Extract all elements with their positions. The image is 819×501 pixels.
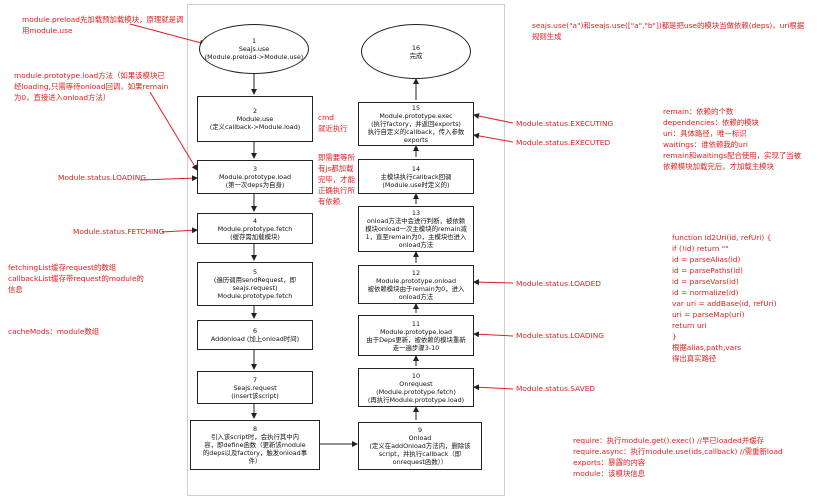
node-2-module-use: 2 Module.use (定义callback->Module.load) — [197, 96, 313, 142]
node-number: 15 — [411, 104, 421, 112]
note-status-loading-left: Module.status.LOADING — [58, 173, 147, 182]
node-number: 3 — [252, 165, 258, 173]
node-1-seajs-use: 1 Seajs.use (Module.preload->Module.use) — [199, 24, 309, 74]
node-6-addonload: 6 Addonload (加上onload时间) — [197, 320, 313, 350]
node-number: 14 — [411, 164, 421, 173]
note-arrow-protoload — [149, 91, 198, 171]
note-arrow-loading-right — [473, 331, 514, 338]
node-number: 2 — [252, 107, 258, 115]
note-remain-desc: remain：依赖的个数 dependencies：依赖的模块 uri：具体路径… — [663, 107, 801, 171]
node-4-prototype-fetch: 4 Module.prototype.fetch (缓存需加载模块) — [197, 213, 313, 244]
note-arrow-executing — [473, 113, 514, 124]
node-text: Module.prototype.exec (执行factory，并返回expo… — [367, 112, 465, 144]
node-text: Onload (定义在addOnload方法内，删除该 script，并执行ca… — [369, 434, 471, 466]
node-text: Addonload (加上onload时间) — [210, 335, 300, 343]
node-3-prototype-load: 3 Module.prototype.load (第一次deps为自身) — [197, 160, 313, 194]
note-prototype-load: module.prototype.load方法（如果该模块已 经loading,… — [14, 71, 169, 102]
node-12-prototype-onload: 12 Module.prototype.onload 被依赖模块由于remain… — [358, 265, 474, 304]
note-status-saved: Module.status.SAVED — [516, 384, 596, 393]
note-fetching-list: fetchingList缓存request的数组 callbackList缓存带… — [8, 263, 144, 294]
note-status-executed: Module.status.EXECUTED — [516, 138, 611, 147]
node-7-seajs-request: 7 Seajs.request (insert该script) — [197, 371, 313, 404]
node-text: 完成 — [409, 51, 423, 60]
node-number: 6 — [252, 327, 258, 335]
node-text: Onrequest (Module.prototype.fetch) (再执行M… — [367, 379, 465, 404]
node-text: Module.use (定义callback->Module.load) — [209, 115, 301, 131]
note-status-executing: Module.status.EXECUTING — [516, 119, 614, 128]
node-16-done: 16 完成 — [361, 24, 471, 79]
node-text: Module.prototype.onload 被依赖模块由于remain为0，… — [367, 276, 465, 301]
note-cmd: cmd 就近执行 — [318, 113, 348, 133]
note-status-fetching: Module.status.FETCHING — [73, 227, 165, 236]
diagram-frame — [187, 4, 505, 496]
note-arrow-loaded — [473, 279, 514, 286]
node-text: Module.prototype.load 由于Deps更新，被依赖的模块重新 … — [366, 327, 466, 352]
node-number: 10 — [411, 371, 421, 380]
node-text: Module.prototype.fetch (缓存需加载模块) — [217, 224, 293, 241]
note-require-desc: require：执行module.get().exec() //早已loaded… — [573, 436, 783, 478]
note-arrow-saved — [473, 384, 514, 391]
node-number: 12 — [411, 268, 421, 277]
node-5-send-request: 5 (遍历调用sendRequest，即 seajs.request) Modu… — [197, 262, 313, 306]
note-status-loaded: Module.status.LOADED — [516, 279, 601, 288]
node-8-define: 8 引入该script时，会执行其中内 容，即define函数（更新该modul… — [190, 420, 320, 470]
node-text: Seajs.request (insert该script) — [231, 383, 279, 400]
node-number: 8 — [252, 425, 258, 433]
node-text: Module.prototype.load (第一次deps为自身) — [218, 173, 292, 189]
note-id2uri-code: function id2Uri(id, refUri) { if (!id) r… — [672, 233, 777, 363]
node-13-onload-check: 13 onload方法中会进行判断，被依赖 模块onload一次主模块的rema… — [358, 206, 474, 252]
note-cachemods: cacheMods：module数组 — [8, 327, 100, 336]
node-number: 16 — [411, 43, 421, 52]
note-defer: 即需要等所 有js都加载 完毕，才能 正确执行所 有依赖 — [318, 153, 355, 206]
node-number: 13 — [411, 209, 421, 217]
node-text: onload方法中会进行判断，被依赖 模块onload一次主模块的remain减… — [365, 217, 467, 249]
node-text: 主模块执行callback回调 (Module.use时定义的) — [380, 172, 452, 189]
note-arrow-loading — [139, 175, 198, 182]
note-preload: module.preload先加载预加载模块，原理就是调 用module.use — [22, 15, 184, 35]
node-11-prototype-load: 11 Module.prototype.load 由于Deps更新，被依赖的模块… — [358, 315, 474, 356]
node-number: 1 — [251, 37, 257, 45]
node-number: 9 — [417, 426, 423, 434]
note-arrow-executed — [473, 132, 514, 143]
note-arrow-preload — [129, 23, 206, 46]
note-arrow-fetching — [161, 227, 198, 234]
note-seajs-use: seajs.use("a")和seajs.use(["a","b"])都是把us… — [532, 21, 805, 41]
node-number: 5 — [252, 268, 258, 276]
node-number: 11 — [411, 319, 421, 328]
node-text: Seajs.use (Module.preload->Module.use) — [204, 45, 304, 61]
node-number: 4 — [252, 216, 258, 225]
node-text: (遍历调用sendRequest，即 seajs.request) Module… — [213, 276, 297, 300]
node-14-callback: 14 主模块执行callback回调 (Module.use时定义的) — [358, 159, 474, 194]
node-number: 7 — [252, 375, 258, 384]
node-9-onload: 9 Onload (定义在addOnload方法内，删除该 script，并执行… — [358, 422, 482, 470]
node-15-exec: 15 Module.prototype.exec (执行factory，并返回e… — [358, 102, 474, 146]
note-status-loading-right: Module.status.LOADING — [516, 331, 605, 340]
node-10-onrequest: 10 Onrequest (Module.prototype.fetch) (再… — [358, 368, 474, 407]
node-text: 引入该script时，会执行其中内 容，即define函数（更新该module … — [202, 433, 308, 465]
